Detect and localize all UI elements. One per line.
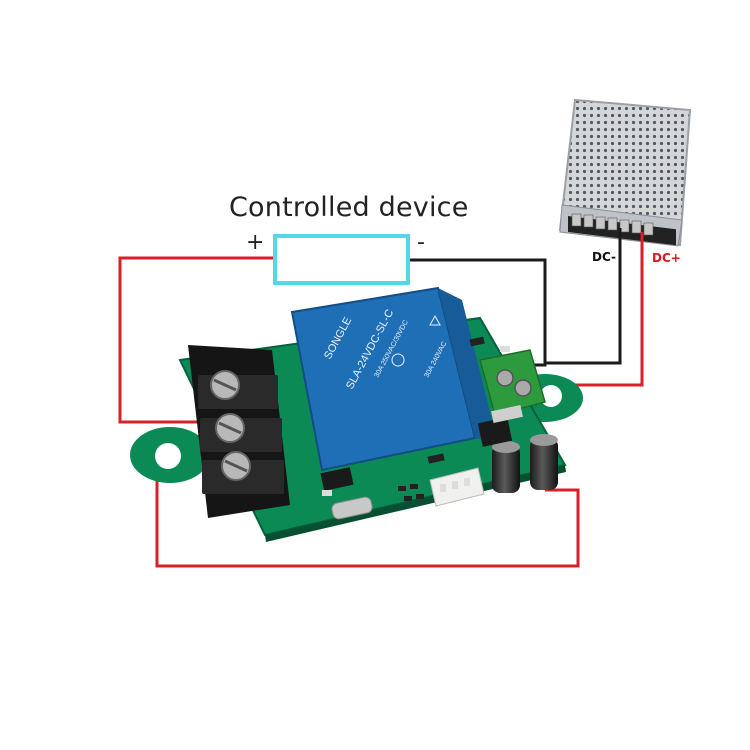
power-input-terminal [479,349,546,416]
ic-chip [320,467,354,491]
relay-module: SONGLE SLA-24VDC-SL-C 30A 250VAC/30VDC 3… [290,286,498,472]
device-negative-label: - [417,230,425,255]
wire-device-positive [118,256,275,424]
capacitors [492,434,558,493]
power-supply [558,98,692,247]
device-positive-label: + [246,230,265,255]
psu-negative-label: DC- [592,250,617,264]
voltage-regulator [477,417,513,447]
diagram-title: Controlled device [229,192,469,223]
psu-positive-label: DC+ [652,251,681,265]
crystal [331,496,373,520]
wire-psu-negative [545,228,622,365]
relay-board: SONGLE SLA-24VDC-SL-C 30A 250VAC/30VDC 3… [130,286,583,542]
white-connector [429,467,485,507]
controlled-device-box [273,234,410,285]
small-components [322,336,510,501]
screw-terminal-block [188,345,290,518]
